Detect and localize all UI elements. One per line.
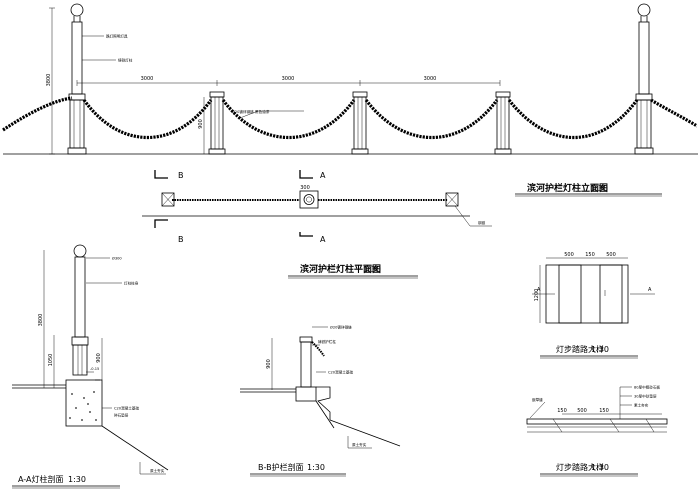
aa-dim-base: 900 <box>96 353 102 363</box>
plan-view: B B A A 300 钢链 滨河护栏灯柱平面图 1:30 <box>142 170 492 279</box>
plan-title-block: 滨河护栏灯柱平面图 1:30 <box>288 263 418 279</box>
bb-note-2: 铸铁护栏柱 <box>318 339 336 344</box>
paving-slab-left <box>558 264 582 324</box>
lamp-post-left <box>67 3 87 155</box>
aa-title: A-A灯柱剖面 <box>18 474 63 484</box>
paving-note-1: 80厚中粗砂石板 <box>634 385 661 390</box>
paving-plan-title: 灯步踏路大样 <box>556 344 604 354</box>
aa-dim-mid: 1050 <box>48 354 54 367</box>
plan-note: 钢链 <box>478 220 486 225</box>
dim-span-1: 3000 <box>141 76 154 82</box>
aa-lamp-globe <box>73 244 87 258</box>
paving-section-title-block: 灯步踏路大样 1:30 <box>540 462 638 477</box>
aa-note-1: Ø300 <box>112 256 122 261</box>
paving-sec-dim-1: 150 <box>557 408 567 414</box>
aa-note-2: 灯柱柱身 <box>124 281 139 286</box>
dim-bollard-label: 900 <box>198 119 204 129</box>
dim-span-2: 3000 <box>282 76 295 82</box>
paving-note-2: 30厚中砂垫层 <box>634 394 657 399</box>
paving-slab-right <box>599 264 623 324</box>
aa-note-soil: 原土夯实 <box>150 468 165 473</box>
bb-post-shaft <box>300 341 312 388</box>
plan-scale: 1:30 <box>363 265 381 274</box>
elevation-span-dimensions: 3000 3000 3000 <box>76 76 501 86</box>
paving-cut-left: A <box>537 287 541 293</box>
aa-note-elev: -0.15 <box>90 367 99 371</box>
paving-plan-view: A A 500 150 500 1200 灯步踏路大样 1:30 <box>532 252 655 359</box>
elevation-title-block: 滨河护栏灯柱立面图 1:30 <box>515 182 662 197</box>
bb-post-cap <box>299 336 313 343</box>
note-lamp: 路灯照明灯具 <box>106 34 128 39</box>
bollard-3 <box>494 91 512 155</box>
paving-sec-dim-3: 150 <box>599 408 609 414</box>
paving-plan-title-block: 灯步踏路大样 1:30 <box>540 344 638 359</box>
note-post: 铸铁灯柱 <box>118 58 133 63</box>
aa-concrete-hatch <box>68 390 98 422</box>
cut-b-label-top: B <box>178 171 184 180</box>
lamp-post-right <box>634 3 654 155</box>
elevation-scale: 1:30 <box>590 184 608 193</box>
paving-plan-outline <box>545 264 629 324</box>
paving-section-view: 150 500 150 嵌草缝 80厚中粗砂石板 30厚中砂垫层 素土夯实 灯步… <box>526 385 668 477</box>
bb-scale: 1:30 <box>307 463 325 472</box>
cut-a-label-top: A <box>320 171 326 180</box>
bb-footing-top <box>295 386 317 402</box>
aa-dim-height: 3800 <box>38 314 44 327</box>
paving-plan-scale: 1:30 <box>591 345 609 354</box>
cut-a-label-bottom: A <box>320 235 326 244</box>
elevation-view: 3800 3000 3000 3000 900 路灯照明灯具 铸铁灯柱 Ø20镀 <box>2 3 698 197</box>
elevation-notes: 路灯照明灯具 铸铁灯柱 Ø20镀锌钢链 黑色油漆 <box>82 34 304 119</box>
elevation-height-dimension: 3800 <box>46 7 55 155</box>
paving-dim-2: 150 <box>585 252 595 258</box>
bb-title: B-B护栏剖面 <box>258 462 304 472</box>
paving-section-scale: 1:30 <box>591 463 609 472</box>
paving-sec-dim-2: 500 <box>577 408 587 414</box>
lamp-globe <box>637 3 651 17</box>
paving-section-title: 灯步踏路大样 <box>556 462 604 472</box>
plan-bollard-end <box>445 192 459 207</box>
bollard-height-dimension: 900 <box>198 97 205 154</box>
bb-chain <box>311 341 325 357</box>
aa-scale: 1:30 <box>68 475 86 484</box>
plan-post-dim: 300 <box>300 185 310 191</box>
bb-title-block: B-B护栏剖面 1:30 <box>250 462 346 477</box>
paving-section-layer-top <box>526 418 668 425</box>
bb-dim-height: 900 <box>266 359 272 369</box>
section-cut-b: B B <box>154 170 184 244</box>
bb-note-1: Ø20镀锌钢链 <box>330 325 352 330</box>
aa-post-shaft <box>74 256 86 338</box>
aa-title-block: A-A灯柱剖面 1:30 <box>12 474 120 489</box>
section-aa-view: 原土夯实 3800 1050 900 Ø300 灯柱柱身 -0.15 C20混凝… <box>12 244 169 489</box>
dim-span-3: 3000 <box>424 76 437 82</box>
paving-note-3: 素土夯实 <box>634 403 649 408</box>
paving-dim-side: 1200 <box>534 289 540 302</box>
bollard-1 <box>208 91 226 155</box>
elevation-title: 滨河护栏灯柱立面图 <box>527 182 608 194</box>
section-cut-a: A A <box>299 170 326 244</box>
paving-note-joint: 嵌草缝 <box>532 397 543 402</box>
bollard-2 <box>351 91 369 155</box>
aa-note-3: C20混凝土基础 <box>114 406 139 411</box>
plan-lamp-post <box>299 190 319 209</box>
aa-footing <box>65 379 103 427</box>
plan-bollard-b <box>161 192 175 207</box>
chain-links <box>2 96 698 140</box>
plan-leader <box>454 205 471 227</box>
dim-height-label: 3800 <box>46 74 52 87</box>
aa-note-4: 碎石垫层 <box>114 413 129 418</box>
cut-b-label-bottom: B <box>178 235 184 244</box>
paving-dim-1: 500 <box>564 252 574 258</box>
lamp-globe <box>70 3 84 17</box>
bb-note-3: C20混凝土基础 <box>328 370 353 375</box>
bb-note-soil: 原土夯实 <box>352 442 367 447</box>
paving-dim-3: 500 <box>606 252 616 258</box>
note-chain: Ø20镀锌钢链 黑色油漆 <box>232 109 270 114</box>
paving-cut-right: A <box>648 287 652 293</box>
plan-title: 滨河护栏灯柱平面图 <box>300 263 381 275</box>
section-bb-view: 原土夯实 900 Ø20镀锌钢链 铸铁护栏柱 C20混凝土基础 B-B护栏剖面 … <box>240 325 401 477</box>
